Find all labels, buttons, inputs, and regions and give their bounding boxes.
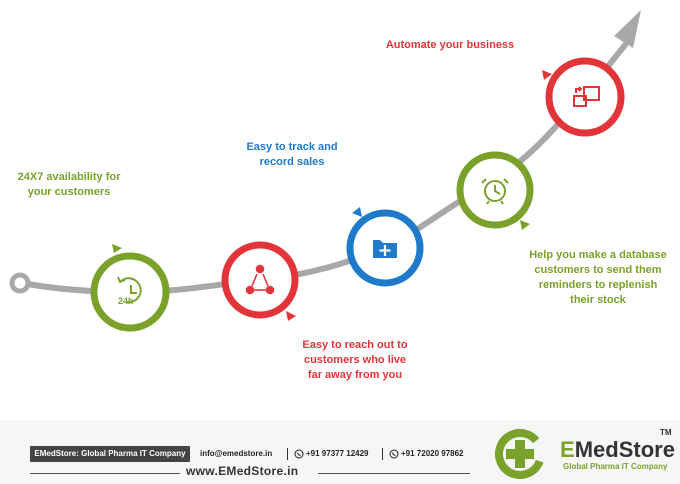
automation-icon — [573, 86, 600, 107]
brand-tagline: Global Pharma IT Company — [563, 462, 668, 471]
pointer-triangle — [286, 311, 296, 321]
icon-label-24h: 24h — [118, 296, 134, 306]
phone-1-text: +91 97377 12429 — [306, 449, 369, 458]
step-circle-reminders — [456, 151, 534, 230]
phone-2-text: +91 72020 97862 — [401, 449, 464, 458]
caption-automate: Automate your business — [385, 39, 515, 51]
website-link[interactable]: www.EMedStore.in — [186, 464, 299, 478]
whatsapp-icon — [294, 449, 304, 459]
folder-add-icon — [373, 240, 397, 258]
company-tagline: EMedStore: Global Pharma IT Company — [30, 446, 190, 462]
people-network-icon — [245, 264, 275, 295]
rule-right — [318, 473, 470, 474]
pointer-triangle — [112, 244, 122, 253]
whatsapp-icon — [389, 449, 399, 459]
arrow-head-icon — [614, 10, 641, 48]
email-text: info@emedstore.in — [200, 449, 273, 458]
rule-left — [30, 473, 180, 474]
footer-banner: EMedStore: Global Pharma IT Company info… — [0, 420, 680, 484]
pointer-triangle — [520, 220, 530, 230]
step-circle-availability: 24h — [90, 244, 170, 332]
brand-name: EMedStore — [560, 437, 675, 462]
growth-path: 24h — [9, 10, 641, 332]
step-circle-track — [346, 207, 424, 287]
emedstore-logo-icon — [495, 429, 545, 479]
divider — [382, 448, 383, 460]
start-ring — [9, 272, 31, 294]
trademark-mark: TM — [660, 428, 672, 437]
clock-24h-icon — [117, 276, 142, 304]
step-circle-automate — [542, 57, 625, 137]
step-circle-reach — [221, 241, 299, 321]
divider — [287, 448, 288, 460]
pointer-triangle — [542, 70, 552, 80]
alarm-clock-icon — [481, 178, 509, 205]
pointer-triangle — [352, 207, 362, 217]
